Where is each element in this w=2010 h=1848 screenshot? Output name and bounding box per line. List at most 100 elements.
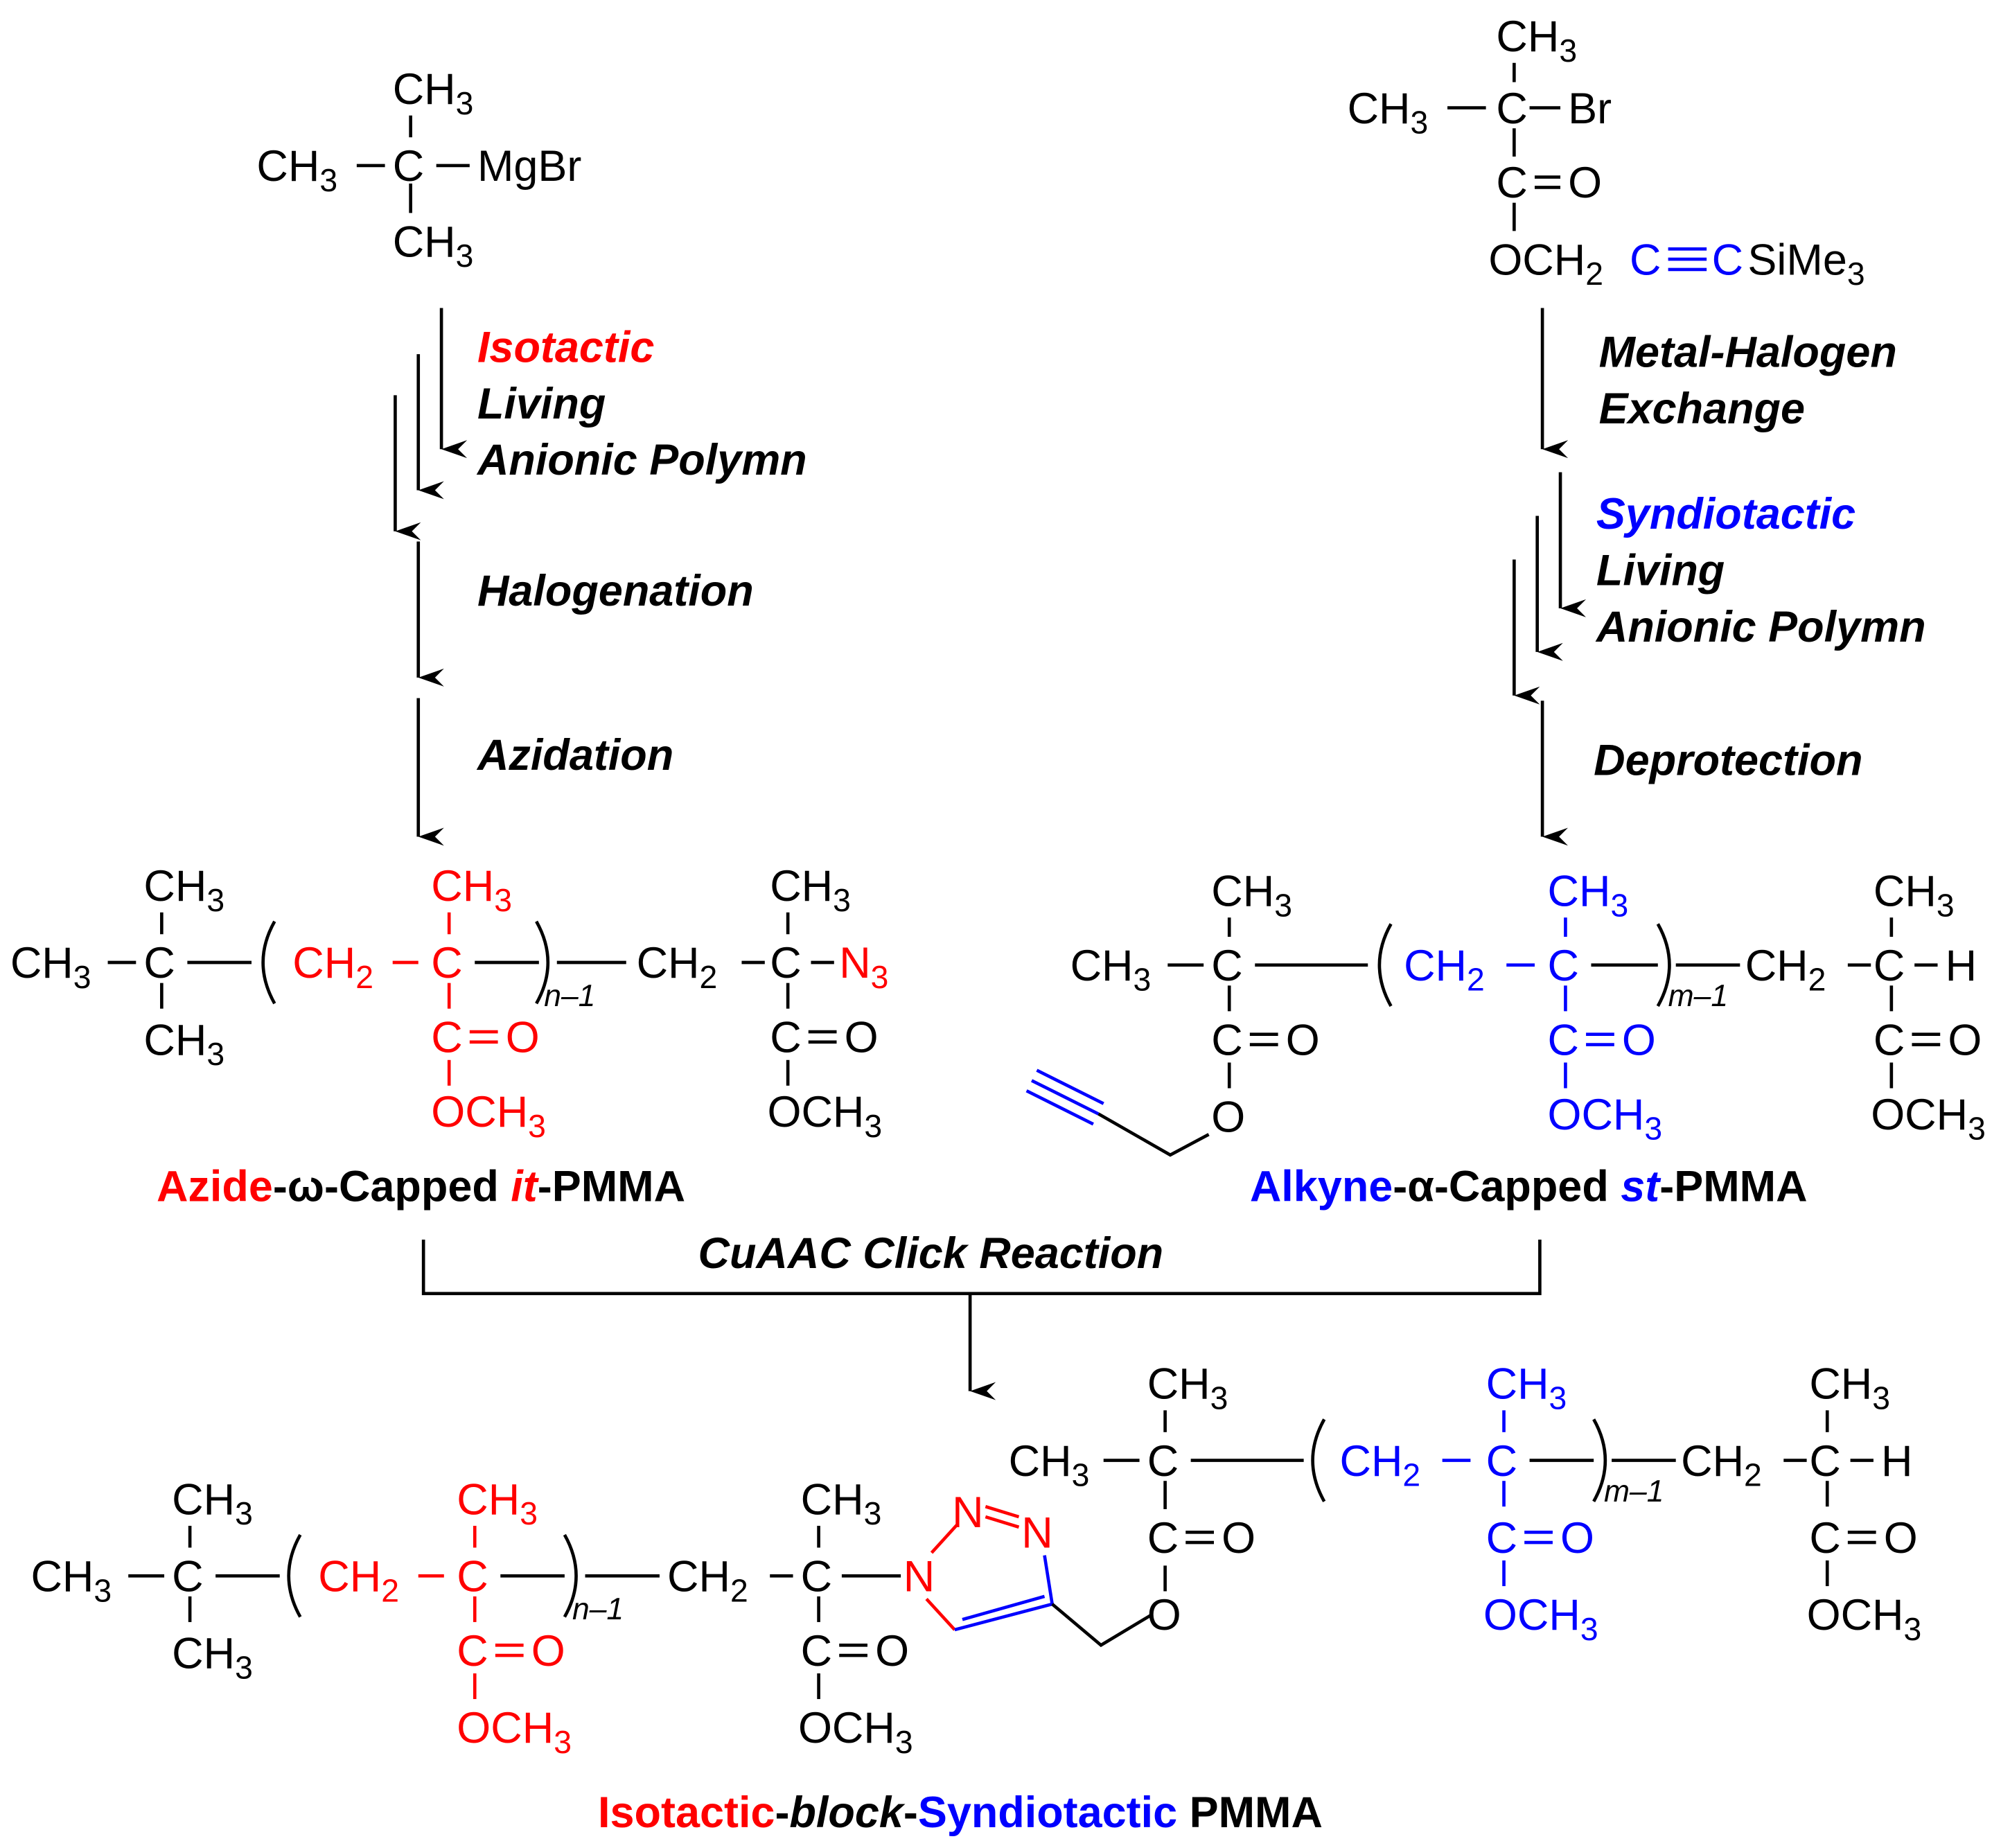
step-halogenation: Halogenation: [477, 567, 754, 615]
svg-text:OCH3: OCH3: [767, 1088, 882, 1144]
svg-text:C: C: [1211, 942, 1242, 990]
svg-text:O: O: [845, 1014, 879, 1062]
svg-text:CH3: CH3: [172, 1630, 253, 1686]
svg-text:C: C: [801, 1552, 832, 1601]
svg-text:CH2: CH2: [1681, 1437, 1762, 1493]
svg-text:Br: Br: [1568, 85, 1612, 133]
step-metal-halogen: Metal-Halogen: [1599, 328, 1897, 377]
svg-text:n–1: n–1: [572, 1592, 624, 1626]
svg-text:N: N: [1021, 1509, 1052, 1558]
svg-text:C: C: [1486, 1514, 1517, 1563]
svg-text:CH3: CH3: [801, 1475, 882, 1531]
svg-text:O: O: [1622, 1016, 1656, 1064]
svg-text:C: C: [1496, 85, 1527, 133]
svg-text:MgBr: MgBr: [477, 142, 581, 191]
svg-text:C: C: [1496, 159, 1527, 207]
svg-text:CH2: CH2: [1745, 942, 1826, 998]
alkyne-capped-st-pmma: CH3 CH3 C C O O CH2 CH3 C C O OCH3 m–1: [1025, 868, 1986, 1157]
svg-text:C: C: [172, 1552, 203, 1601]
svg-text:C: C: [1712, 236, 1743, 284]
svg-text:CH2: CH2: [292, 939, 373, 995]
step-living-left: Living: [477, 380, 606, 428]
svg-text:C: C: [1809, 1514, 1840, 1563]
svg-text:C: C: [1874, 1016, 1905, 1064]
svg-text:CH3: CH3: [143, 862, 224, 918]
svg-text:CH3: CH3: [1874, 868, 1955, 924]
block-copolymer-label: Isotactic-block-Syndiotactic PMMA: [598, 1788, 1323, 1837]
svg-text:C: C: [457, 1627, 488, 1675]
svg-text:CH2: CH2: [1404, 942, 1485, 998]
svg-text:OCH3: OCH3: [431, 1088, 546, 1144]
svg-text:OCH3: OCH3: [457, 1704, 572, 1760]
svg-text:C: C: [1147, 1437, 1179, 1486]
svg-text:CH3: CH3: [770, 862, 851, 918]
svg-text:O: O: [1560, 1514, 1594, 1563]
svg-text:CH3: CH3: [1348, 85, 1429, 141]
cuaac-label: CuAAC Click Reaction: [698, 1229, 1163, 1278]
svg-text:CH3: CH3: [1147, 1360, 1228, 1416]
svg-text:OCH2: OCH2: [1488, 236, 1603, 292]
svg-text:C: C: [431, 939, 462, 987]
svg-text:C: C: [801, 1627, 832, 1675]
step-deprotection: Deprotection: [1594, 737, 1862, 785]
svg-text:C: C: [1874, 942, 1905, 990]
svg-text:CH3: CH3: [30, 1552, 112, 1608]
svg-text:C: C: [143, 939, 175, 987]
svg-text:CH3: CH3: [256, 142, 337, 198]
svg-text:O: O: [1948, 1016, 1982, 1064]
svg-text:C: C: [1211, 1016, 1242, 1064]
svg-text:N: N: [903, 1552, 935, 1601]
step-syndiotactic: Syndiotactic: [1596, 490, 1855, 538]
svg-text:O: O: [1147, 1591, 1181, 1639]
svg-text:C: C: [393, 142, 424, 191]
svg-text:CH3: CH3: [1496, 12, 1577, 69]
step-isotactic: Isotactic: [477, 323, 654, 371]
svg-text:O: O: [1222, 1514, 1255, 1563]
svg-text:CH2: CH2: [318, 1552, 399, 1608]
svg-text:N: N: [952, 1488, 983, 1537]
svg-text:CH3: CH3: [1211, 868, 1292, 924]
svg-text:O: O: [506, 1014, 540, 1062]
svg-text:C: C: [1548, 1016, 1579, 1064]
svg-text:C: C: [1809, 1437, 1840, 1486]
svg-text:C: C: [1147, 1514, 1179, 1563]
svg-text:CH3: CH3: [10, 939, 91, 995]
cuaac-merge: [421, 1240, 1542, 1400]
svg-text:C: C: [431, 1014, 462, 1062]
initiator-bromoester: CH3 CH3 C Br C O OCH2 C C SiMe3: [1348, 12, 1865, 292]
svg-text:O: O: [1211, 1093, 1245, 1141]
svg-text:CH2: CH2: [1339, 1437, 1420, 1493]
svg-text:CH3: CH3: [393, 218, 474, 274]
svg-text:CH3: CH3: [143, 1016, 224, 1072]
svg-text:m–1: m–1: [1668, 979, 1728, 1013]
svg-text:O: O: [875, 1627, 909, 1675]
svg-text:N3: N3: [839, 939, 888, 995]
step-anionic-right: Anionic Polymn: [1595, 603, 1926, 651]
step-azidation: Azidation: [476, 731, 673, 780]
svg-text:C: C: [770, 939, 801, 987]
svg-text:CH3: CH3: [1070, 942, 1152, 998]
svg-text:CH3: CH3: [393, 65, 474, 121]
step-exchange: Exchange: [1599, 385, 1805, 433]
grignard-reagent: CH3 CH3 C MgBr CH3: [256, 65, 581, 274]
right-arrows: [1513, 308, 1587, 846]
svg-text:CH3: CH3: [1548, 868, 1629, 924]
alkyne-capped-label: Alkyne-α-Capped st-PMMA: [1250, 1162, 1808, 1211]
svg-text:O: O: [1568, 159, 1602, 207]
svg-text:OCH3: OCH3: [1483, 1591, 1598, 1647]
left-step-labels: Isotactic Living Anionic Polymn Halogena…: [476, 323, 807, 780]
svg-text:n–1: n–1: [544, 979, 595, 1013]
svg-text:OCH3: OCH3: [1807, 1591, 1922, 1647]
azide-capped-it-pmma: CH3 CH3 C CH3 CH2 CH3 C C O OCH3 n–1 CH2…: [10, 862, 889, 1144]
svg-text:C: C: [1486, 1437, 1517, 1486]
svg-text:CH3: CH3: [431, 862, 512, 918]
right-step-labels: Metal-Halogen Exchange Syndiotactic Livi…: [1594, 328, 1925, 785]
svg-text:CH2: CH2: [667, 1552, 748, 1608]
svg-text:CH3: CH3: [1009, 1437, 1090, 1493]
svg-text:m–1: m–1: [1604, 1475, 1664, 1508]
svg-text:O: O: [1884, 1514, 1918, 1563]
svg-text:C: C: [457, 1552, 488, 1601]
svg-text:CH3: CH3: [1486, 1360, 1567, 1416]
